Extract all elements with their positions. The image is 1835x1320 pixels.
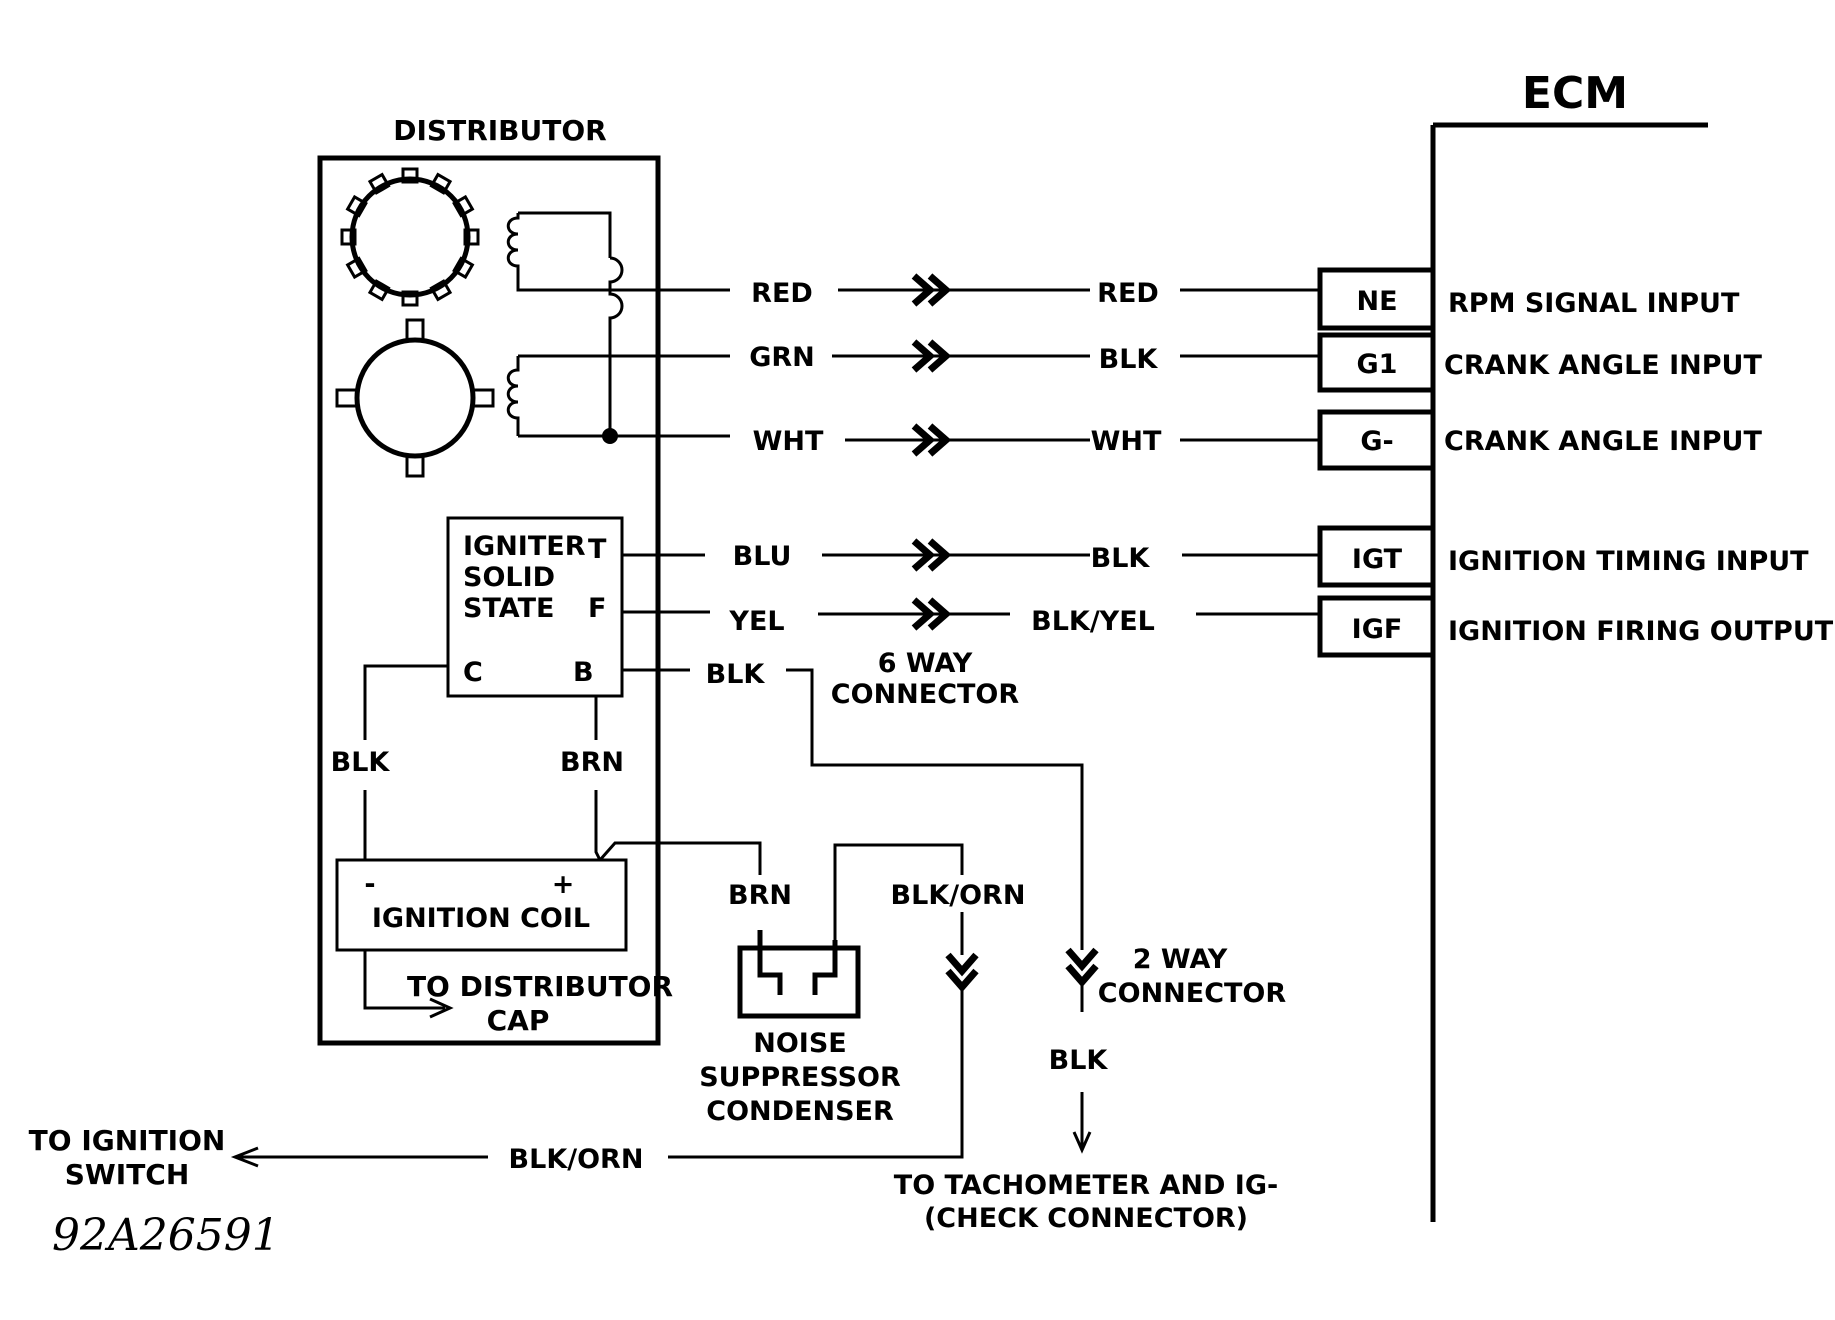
pickup-coil-upper [506,211,730,292]
pin-code: IGT [1352,544,1403,575]
ecm-pin-g-minus: G- CRANK ANGLE INPUT [1317,409,1762,471]
connector-chevron [911,597,952,631]
wire-igniter-c [363,664,448,740]
connector-chevron [911,538,952,572]
wire-b-to-coil [594,790,602,861]
ecm-pin-g1: G1 CRANK ANGLE INPUT [1317,332,1762,393]
pin-code: G- [1360,426,1393,457]
wire-2-left: GRN [749,342,815,373]
igniter-label-3: STATE [463,593,554,624]
wire-row-2: GRN BLK [749,339,1320,375]
wire-row-5: YEL BLK/YEL [622,597,1320,637]
igniter-module [446,516,624,698]
figure-code: 92A26591 [52,1210,280,1261]
ecm-pin-igt: IGT IGNITION TIMING INPUT [1317,525,1809,588]
cap-arrow [429,997,454,1019]
blk-orn-top-label: BLK/ORN [891,880,1026,911]
connector-chevron [911,273,952,307]
ecm-title: ECM [1522,68,1628,119]
crank-reluctor [335,318,495,478]
wire-1-right: RED [1097,278,1159,309]
igniter-pin-b: B [573,657,594,688]
blk-orn-bottom-label: BLK/ORN [509,1144,644,1175]
cap-label-2: CAP [487,1004,550,1037]
condenser-plates [757,930,838,995]
ignition-switch-label-1: TO IGNITION [29,1124,226,1157]
pin-code: IGF [1352,614,1403,645]
pin-desc: IGNITION FIRING OUTPUT [1448,616,1834,647]
pin-code: NE [1356,286,1397,317]
tach-wire-label: BLK [1049,1045,1109,1076]
wire-1-left: RED [751,278,813,309]
coil-label: IGNITION COIL [372,903,590,934]
two-way-label-1: 2 WAY [1133,944,1228,975]
switch-arrow [230,1146,259,1168]
six-way-label-1: 6 WAY [878,648,973,679]
ecm-pin-ne: NE RPM SIGNAL INPUT [1317,267,1740,331]
wire-row-3: WHT WHT [753,423,1320,457]
pin-desc: IGNITION TIMING INPUT [1448,546,1809,577]
wire-5-right: BLK/YEL [1031,606,1155,637]
igniter-pin-t: T [588,534,607,565]
condenser-label-1: NOISE [753,1028,847,1059]
distributor-housing [317,155,661,1046]
igniter-label-1: IGNITER [463,531,586,562]
wire-4-left: BLU [733,541,792,572]
wire-5-left: YEL [728,606,784,637]
wire-3-left: WHT [753,426,824,457]
wire-b-label: BRN [560,747,624,778]
coil-minus: - [364,869,375,900]
junction-dot [602,428,618,444]
orn-chevron [945,952,979,993]
two-way-label-2: CONNECTOR [1098,978,1287,1009]
distributor-title: DISTRIBUTOR [393,114,606,147]
two-way-chevron [1065,947,1099,988]
pin-code: G1 [1357,349,1398,380]
wire-row-4: BLU BLK [622,538,1320,574]
igniter-label-2: SOLID [463,562,555,593]
wire-2-right: BLK [1099,344,1159,375]
tach-label-1: TO TACHOMETER AND IG- [894,1170,1278,1201]
cap-label-1: TO DISTRIBUTOR [407,970,673,1003]
coil-plus: + [552,869,575,900]
wire-orn-top [833,843,964,940]
igniter-pin-f: F [588,593,606,624]
tach-label-2: (CHECK CONNECTOR) [924,1203,1248,1234]
tach-arrow [1072,1131,1092,1154]
wire-row-1: RED RED [751,273,1320,309]
connector-chevron [911,339,952,373]
ignition-switch-label-2: SWITCH [65,1158,190,1191]
wire-3-right: WHT [1091,426,1162,457]
six-way-label-2: CONNECTOR [831,679,1020,710]
igniter-pin-c: C [463,657,483,688]
ecm-pin-igf: IGF IGNITION FIRING OUTPUT [1317,595,1834,658]
condenser-label-2: SUPPRESSOR [699,1062,901,1093]
condenser-label-3: CONDENSER [706,1096,894,1127]
b-wire-label: BLK [706,659,766,690]
connector-chevron [911,423,952,457]
ignition-coil [335,858,628,952]
pin-desc: RPM SIGNAL INPUT [1448,288,1740,319]
wire-to-tach [786,668,1084,950]
wire-orn-bottom [668,987,964,1159]
cap-lead [363,950,445,1010]
noise-suppressor-condenser [737,945,861,1019]
reluctor-gear [340,167,480,307]
wire-coil-plus [598,841,762,875]
pickup-coil-lower [506,256,730,444]
wire-4-right: BLK [1091,543,1151,574]
pin-desc: CRANK ANGLE INPUT [1444,350,1762,381]
wire-c-label: BLK [331,747,391,778]
pin-desc: CRANK ANGLE INPUT [1444,426,1762,457]
condenser-wire-label: BRN [728,880,792,911]
